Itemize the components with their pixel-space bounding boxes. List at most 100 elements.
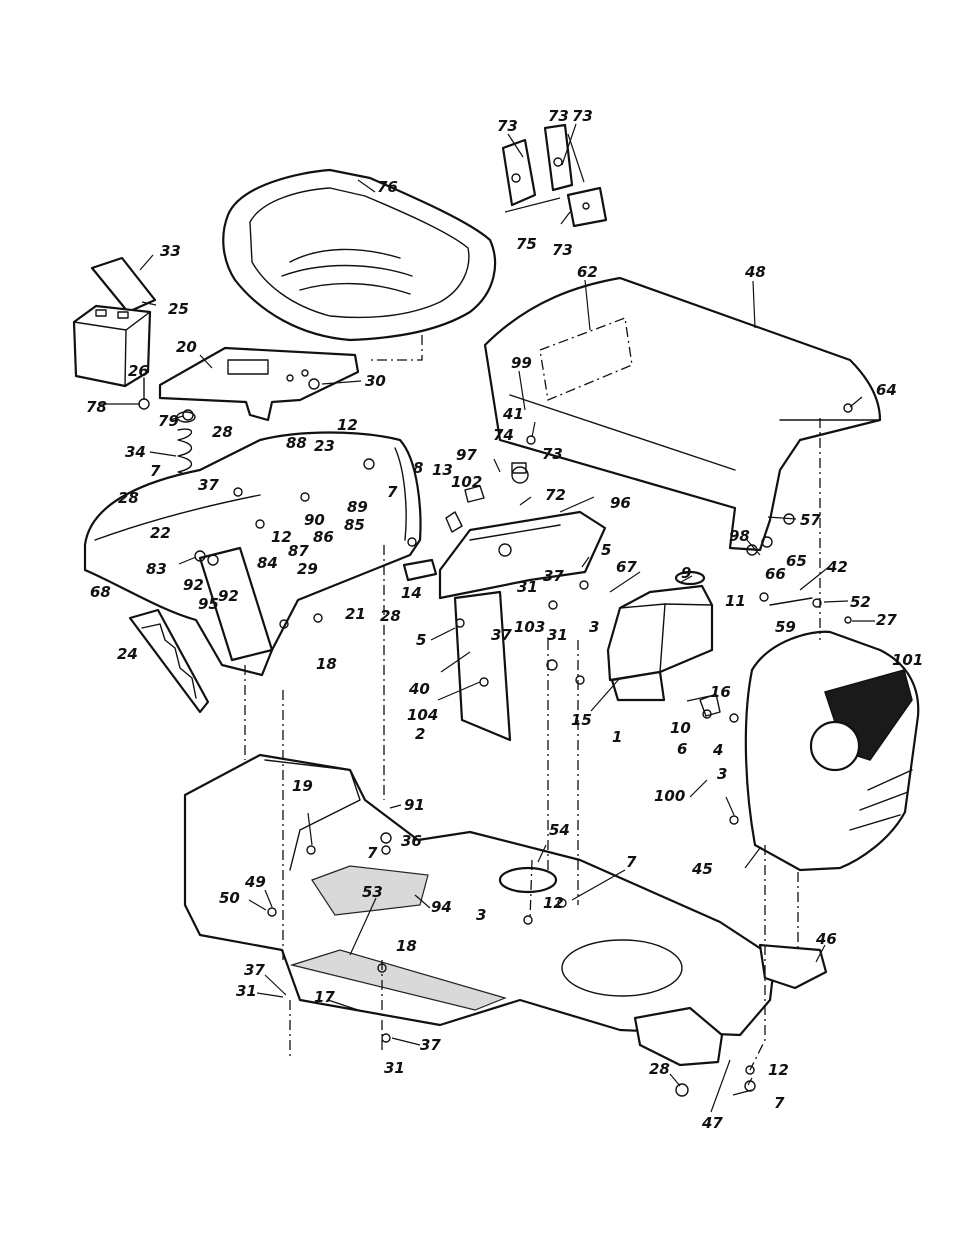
callout-28b: 28 bbox=[118, 489, 139, 507]
callout-9: 9 bbox=[681, 564, 691, 582]
callout-16: 16 bbox=[710, 683, 731, 701]
callout-100: 100 bbox=[654, 787, 685, 805]
callout-37e: 37 bbox=[420, 1036, 441, 1054]
callout-23: 23 bbox=[314, 437, 335, 455]
callout-78: 78 bbox=[86, 398, 107, 416]
callout-14: 14 bbox=[401, 584, 422, 602]
callout-4: 4 bbox=[712, 741, 723, 759]
callout-33: 33 bbox=[160, 242, 181, 260]
callout-76: 76 bbox=[377, 178, 398, 196]
callout-98: 98 bbox=[729, 527, 750, 545]
callout-36: 36 bbox=[401, 832, 422, 850]
callout-25: 25 bbox=[168, 300, 189, 318]
callout-12b: 12 bbox=[271, 528, 292, 546]
callout-90: 90 bbox=[304, 511, 325, 529]
callout-37d: 37 bbox=[244, 961, 265, 979]
callout-59: 59 bbox=[775, 618, 796, 636]
callout-26: 26 bbox=[128, 362, 149, 380]
callout-leaders bbox=[101, 123, 875, 1113]
callout-7c: 7 bbox=[367, 844, 378, 862]
callout-68: 68 bbox=[90, 583, 111, 601]
callout-2: 2 bbox=[415, 725, 425, 743]
chassis-frame bbox=[183, 753, 828, 1067]
callout-41: 41 bbox=[502, 405, 524, 423]
callout-73c: 73 bbox=[572, 107, 593, 125]
callout-10: 10 bbox=[670, 719, 691, 737]
callout-54: 54 bbox=[549, 821, 570, 839]
callout-89: 89 bbox=[347, 498, 368, 516]
callout-91: 91 bbox=[404, 796, 425, 814]
callout-99: 99 bbox=[511, 354, 532, 372]
callout-8: 8 bbox=[413, 459, 423, 477]
callout-72: 72 bbox=[545, 486, 566, 504]
callout-103: 103 bbox=[514, 618, 545, 636]
callout-97: 97 bbox=[456, 446, 477, 464]
callout-6: 6 bbox=[677, 740, 687, 758]
callout-104: 104 bbox=[407, 706, 438, 724]
callout-49: 49 bbox=[244, 873, 266, 891]
callout-85: 85 bbox=[344, 516, 365, 534]
callout-3b: 3 bbox=[717, 765, 727, 783]
rear-fender bbox=[83, 431, 422, 677]
callout-95: 95 bbox=[198, 595, 219, 613]
callout-7b: 7 bbox=[387, 483, 398, 501]
callout-73d: 73 bbox=[552, 241, 573, 259]
callout-5b: 5 bbox=[416, 631, 426, 649]
callout-12a: 12 bbox=[337, 416, 358, 434]
callout-74: 74 bbox=[493, 426, 514, 444]
callout-65: 65 bbox=[786, 552, 807, 570]
callout-88: 88 bbox=[286, 434, 307, 452]
callout-24: 24 bbox=[117, 645, 138, 663]
callout-7d: 7 bbox=[626, 853, 637, 871]
callout-19: 19 bbox=[292, 777, 313, 795]
callout-47: 47 bbox=[701, 1114, 723, 1132]
callout-1: 1 bbox=[612, 728, 622, 746]
callout-15: 15 bbox=[571, 711, 592, 729]
callout-53: 53 bbox=[362, 883, 383, 901]
callout-34: 34 bbox=[125, 443, 146, 461]
fuel-tank bbox=[606, 584, 714, 702]
callout-52: 52 bbox=[850, 593, 871, 611]
callout-48: 48 bbox=[744, 263, 766, 281]
callout-3c: 3 bbox=[476, 906, 486, 924]
callout-7e: 7 bbox=[774, 1094, 785, 1112]
callout-11: 11 bbox=[725, 592, 746, 610]
callout-5a: 5 bbox=[601, 541, 611, 559]
callout-79: 79 bbox=[158, 412, 179, 430]
callout-40: 40 bbox=[408, 680, 430, 698]
callout-96: 96 bbox=[610, 494, 631, 512]
callout-27: 27 bbox=[876, 611, 897, 629]
callout-31a: 31 bbox=[517, 578, 538, 596]
hood-cover bbox=[483, 276, 882, 552]
callout-73e: 73 bbox=[542, 445, 563, 463]
callout-30: 30 bbox=[365, 372, 386, 390]
callout-18a: 18 bbox=[316, 655, 337, 673]
hardware bbox=[138, 377, 853, 1097]
battery-assembly bbox=[72, 256, 157, 388]
callout-64: 64 bbox=[876, 381, 897, 399]
callout-12d: 12 bbox=[768, 1061, 789, 1079]
callout-31d: 31 bbox=[384, 1059, 405, 1077]
callout-87: 87 bbox=[288, 542, 309, 560]
callout-50: 50 bbox=[219, 889, 240, 907]
callout-37c: 37 bbox=[491, 626, 512, 644]
callout-29: 29 bbox=[297, 560, 318, 578]
seat bbox=[222, 168, 497, 342]
callout-102: 102 bbox=[451, 473, 482, 491]
callout-28d: 28 bbox=[649, 1060, 670, 1078]
callout-75: 75 bbox=[516, 235, 537, 253]
fender-side-plate bbox=[128, 608, 210, 714]
callout-67: 67 bbox=[616, 558, 637, 576]
callout-18b: 18 bbox=[396, 937, 417, 955]
callout-13: 13 bbox=[432, 461, 453, 479]
callout-101: 101 bbox=[892, 651, 923, 669]
callout-46: 46 bbox=[815, 930, 837, 948]
callout-28a: 28 bbox=[212, 423, 233, 441]
callout-22: 22 bbox=[150, 524, 171, 542]
callout-73a: 73 bbox=[497, 117, 518, 135]
callout-62: 62 bbox=[577, 263, 598, 281]
front-grille bbox=[744, 630, 920, 872]
callout-31b: 31 bbox=[547, 626, 568, 644]
callout-66: 66 bbox=[765, 565, 786, 583]
